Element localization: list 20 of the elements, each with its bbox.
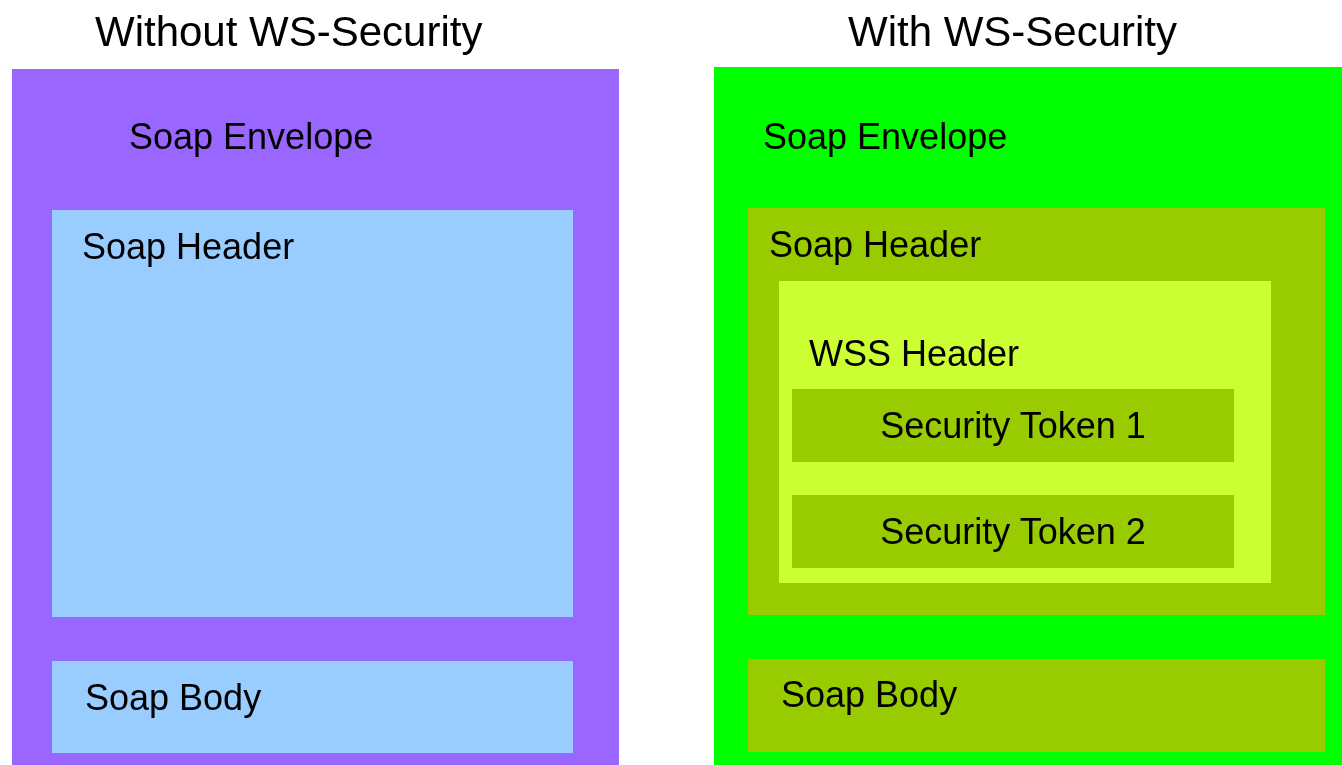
section-box [779, 281, 1271, 583]
column-heading: Without WS-Security [95, 8, 483, 57]
box-title: Soap Body [85, 677, 262, 719]
section-box [792, 389, 1234, 462]
section-box [52, 210, 573, 617]
box-title: WSS Header [809, 333, 1020, 375]
box-title: Soap Body [781, 674, 958, 716]
envelope-box [714, 67, 1342, 765]
box-title: Security Token 2 [879, 511, 1147, 553]
box-title: Security Token 1 [879, 405, 1147, 447]
box-title: Soap Header [82, 226, 295, 268]
section-box [748, 208, 1325, 615]
box-title: Soap Envelope [763, 116, 1008, 158]
box-title: Soap Header [769, 224, 982, 266]
box-title: Soap Envelope [129, 116, 374, 158]
envelope-box [12, 69, 619, 765]
column-heading: With WS-Security [848, 8, 1178, 57]
section-box [748, 659, 1325, 752]
section-box [792, 495, 1234, 568]
section-box [52, 661, 573, 753]
